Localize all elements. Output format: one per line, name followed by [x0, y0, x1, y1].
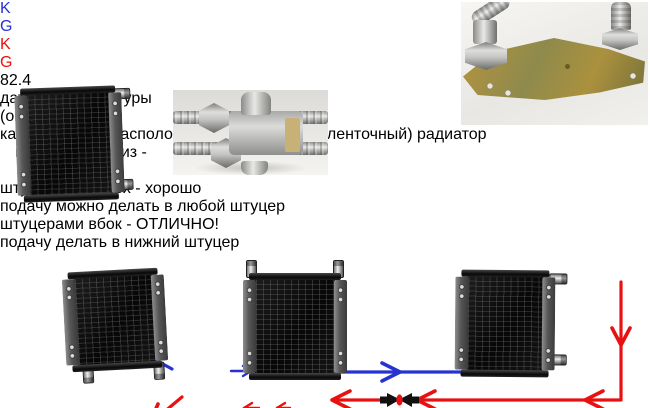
- sensor-bowtie-right: [399, 393, 412, 407]
- caption-line: подачу делать в нижний штуцер: [0, 234, 240, 251]
- radiator-bracket: [243, 280, 256, 373]
- label-k-bottom: K: [0, 36, 11, 53]
- sensor-center-dot: [396, 394, 403, 406]
- radiator-end-plate: [249, 273, 341, 280]
- radiator-core: [466, 274, 544, 373]
- radiator-option-down: [61, 267, 169, 384]
- temperature-display: 82.4: [0, 72, 32, 89]
- plate-hole: [630, 72, 637, 79]
- radiator-end-plate: [460, 369, 549, 378]
- cross-brass-patch: [285, 118, 300, 152]
- caption-line: подачу можно делать в любой штуцер: [0, 198, 286, 215]
- temperature-sensor-icon: [380, 393, 419, 408]
- label-g-bottom: G: [0, 54, 13, 71]
- cross-bottom-cap: [241, 161, 268, 175]
- radiator-core: [73, 273, 157, 367]
- radiator-bracket: [541, 277, 556, 371]
- red-down-arrowhead: [610, 326, 632, 347]
- radiator-option-side: [454, 269, 568, 378]
- red-main-line: [331, 280, 623, 402]
- red-diagonal-line: [166, 395, 184, 408]
- label-g-top: G: [0, 18, 13, 35]
- radiator-bracket: [334, 280, 347, 373]
- red-left-arrowhead-1: [583, 389, 605, 408]
- sensor-bowtie-left: [387, 393, 400, 407]
- plate-hole: [504, 90, 511, 97]
- cross-hex-nut: [199, 103, 229, 133]
- radiator-end-plate: [249, 373, 341, 380]
- red-g-arrowhead: [275, 401, 287, 408]
- right-fitting-nut: [602, 28, 638, 50]
- red-diagonal-arrowhead: [154, 402, 160, 408]
- radiator-option-up: [243, 260, 347, 380]
- radiator-bracket: [454, 276, 469, 370]
- red-left-arrowhead-3: [330, 389, 352, 408]
- plate-hole: [486, 82, 493, 89]
- plate-dimple: [564, 64, 570, 70]
- caption-line: штуцерами вбок - ОТЛИЧНО!: [0, 216, 219, 233]
- red-k-arrowhead: [242, 401, 254, 408]
- label-k-top: K: [0, 0, 11, 17]
- caption-fittings-side: штуцерами вбок - ОТЛИЧНО! подачу делать …: [0, 216, 650, 252]
- radiator-end-plate: [461, 269, 550, 278]
- heat-exchanger-adapter-photo: [461, 2, 648, 125]
- left-elbow-body: [473, 20, 497, 44]
- thermostat-cross-fitting-photo: [173, 90, 328, 175]
- right-fitting-spout: [611, 2, 631, 30]
- cross-top-cap: [241, 92, 271, 115]
- red-return-lines: [154, 280, 632, 408]
- radiator-core: [26, 90, 113, 198]
- radiator-core: [255, 278, 335, 375]
- blue-right-arrowhead: [380, 361, 402, 383]
- radiator-photo-main: [14, 85, 134, 203]
